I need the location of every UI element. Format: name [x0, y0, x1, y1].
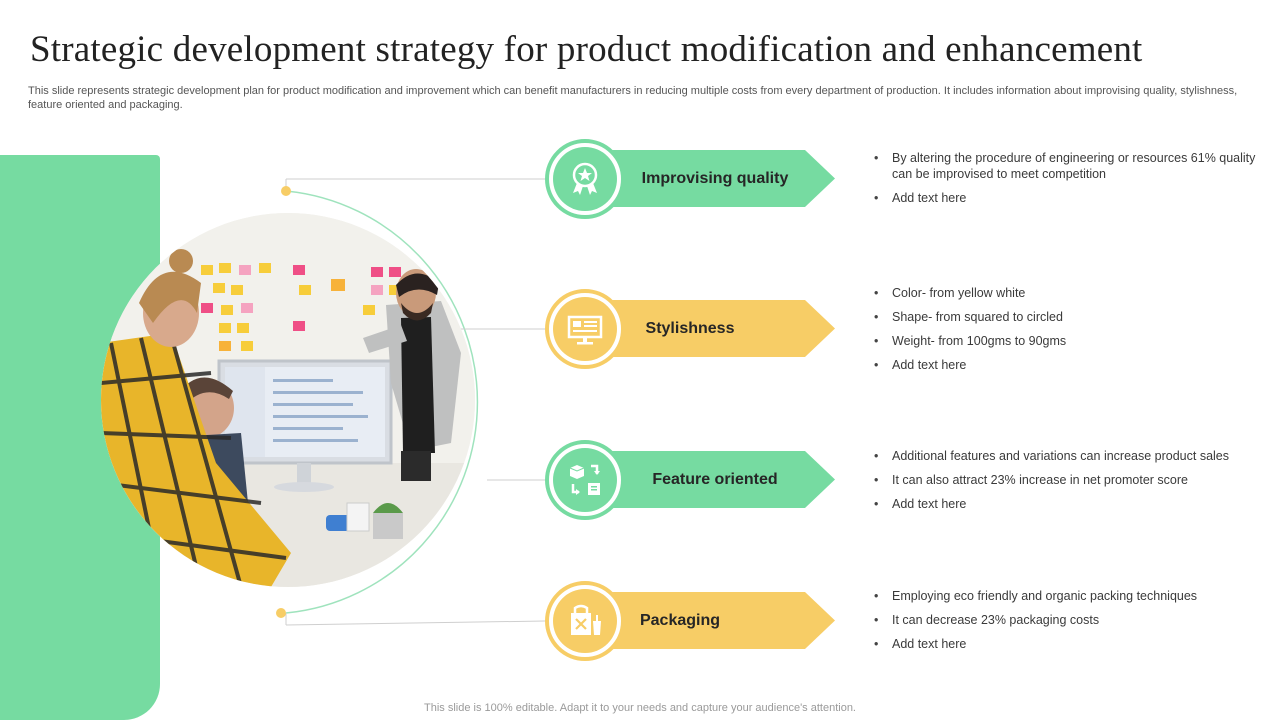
- item-label: Feature oriented: [652, 470, 778, 488]
- bullets-stylishness: Color- from yellow white Shape- from squ…: [872, 285, 1262, 381]
- bullets-feature-oriented: Additional features and variations can i…: [872, 448, 1262, 520]
- bullet-text: By altering the procedure of engineering…: [872, 150, 1262, 182]
- bullets-packaging: Employing eco friendly and organic packi…: [872, 588, 1262, 660]
- award-badge-icon: [553, 147, 617, 211]
- label-arrow: [585, 300, 835, 357]
- monitor-icon: [553, 297, 617, 361]
- bullet-text: Employing eco friendly and organic packi…: [872, 588, 1262, 604]
- label-arrow: [585, 592, 835, 649]
- bullet-text: Add text here: [872, 496, 1262, 512]
- bullet-text: Add text here: [872, 190, 1262, 206]
- slide-title: Strategic development strategy for produ…: [30, 29, 1143, 70]
- food-package-icon: [553, 589, 617, 653]
- item-stylishness: Stylishness: [545, 289, 835, 369]
- item-packaging: Packaging: [545, 581, 835, 661]
- item-label: Packaging: [639, 611, 721, 629]
- team-meeting-photo: [101, 213, 475, 587]
- item-feature-oriented: Feature oriented: [545, 440, 835, 520]
- item-label: Stylishness: [645, 319, 735, 337]
- footer-note: This slide is 100% editable. Adapt it to…: [424, 702, 856, 714]
- bullet-text: Add text here: [872, 636, 1262, 652]
- item-label: Improvising quality: [641, 169, 789, 187]
- bullet-text: Color- from yellow white: [872, 285, 1262, 301]
- bullet-text: Additional features and variations can i…: [872, 448, 1262, 464]
- icon-ring: [545, 581, 625, 661]
- bullet-text: Weight- from 100gms to 90gms: [872, 333, 1262, 349]
- bullet-text: It can also attract 23% increase in net …: [872, 472, 1262, 488]
- bullet-text: It can decrease 23% packaging costs: [872, 612, 1262, 628]
- label-arrow: [585, 150, 835, 207]
- label-arrow: [585, 451, 835, 508]
- bullet-text: Add text here: [872, 357, 1262, 373]
- bullets-improvising-quality: By altering the procedure of engineering…: [872, 150, 1262, 214]
- bullet-text: Shape- from squared to circled: [872, 309, 1262, 325]
- slide-description: This slide represents strategic developm…: [28, 85, 1238, 111]
- icon-ring: [545, 289, 625, 369]
- icon-ring: [545, 139, 625, 219]
- box-features-icon: [553, 448, 617, 512]
- icon-ring: [545, 440, 625, 520]
- item-improvising-quality: Improvising quality: [545, 139, 835, 219]
